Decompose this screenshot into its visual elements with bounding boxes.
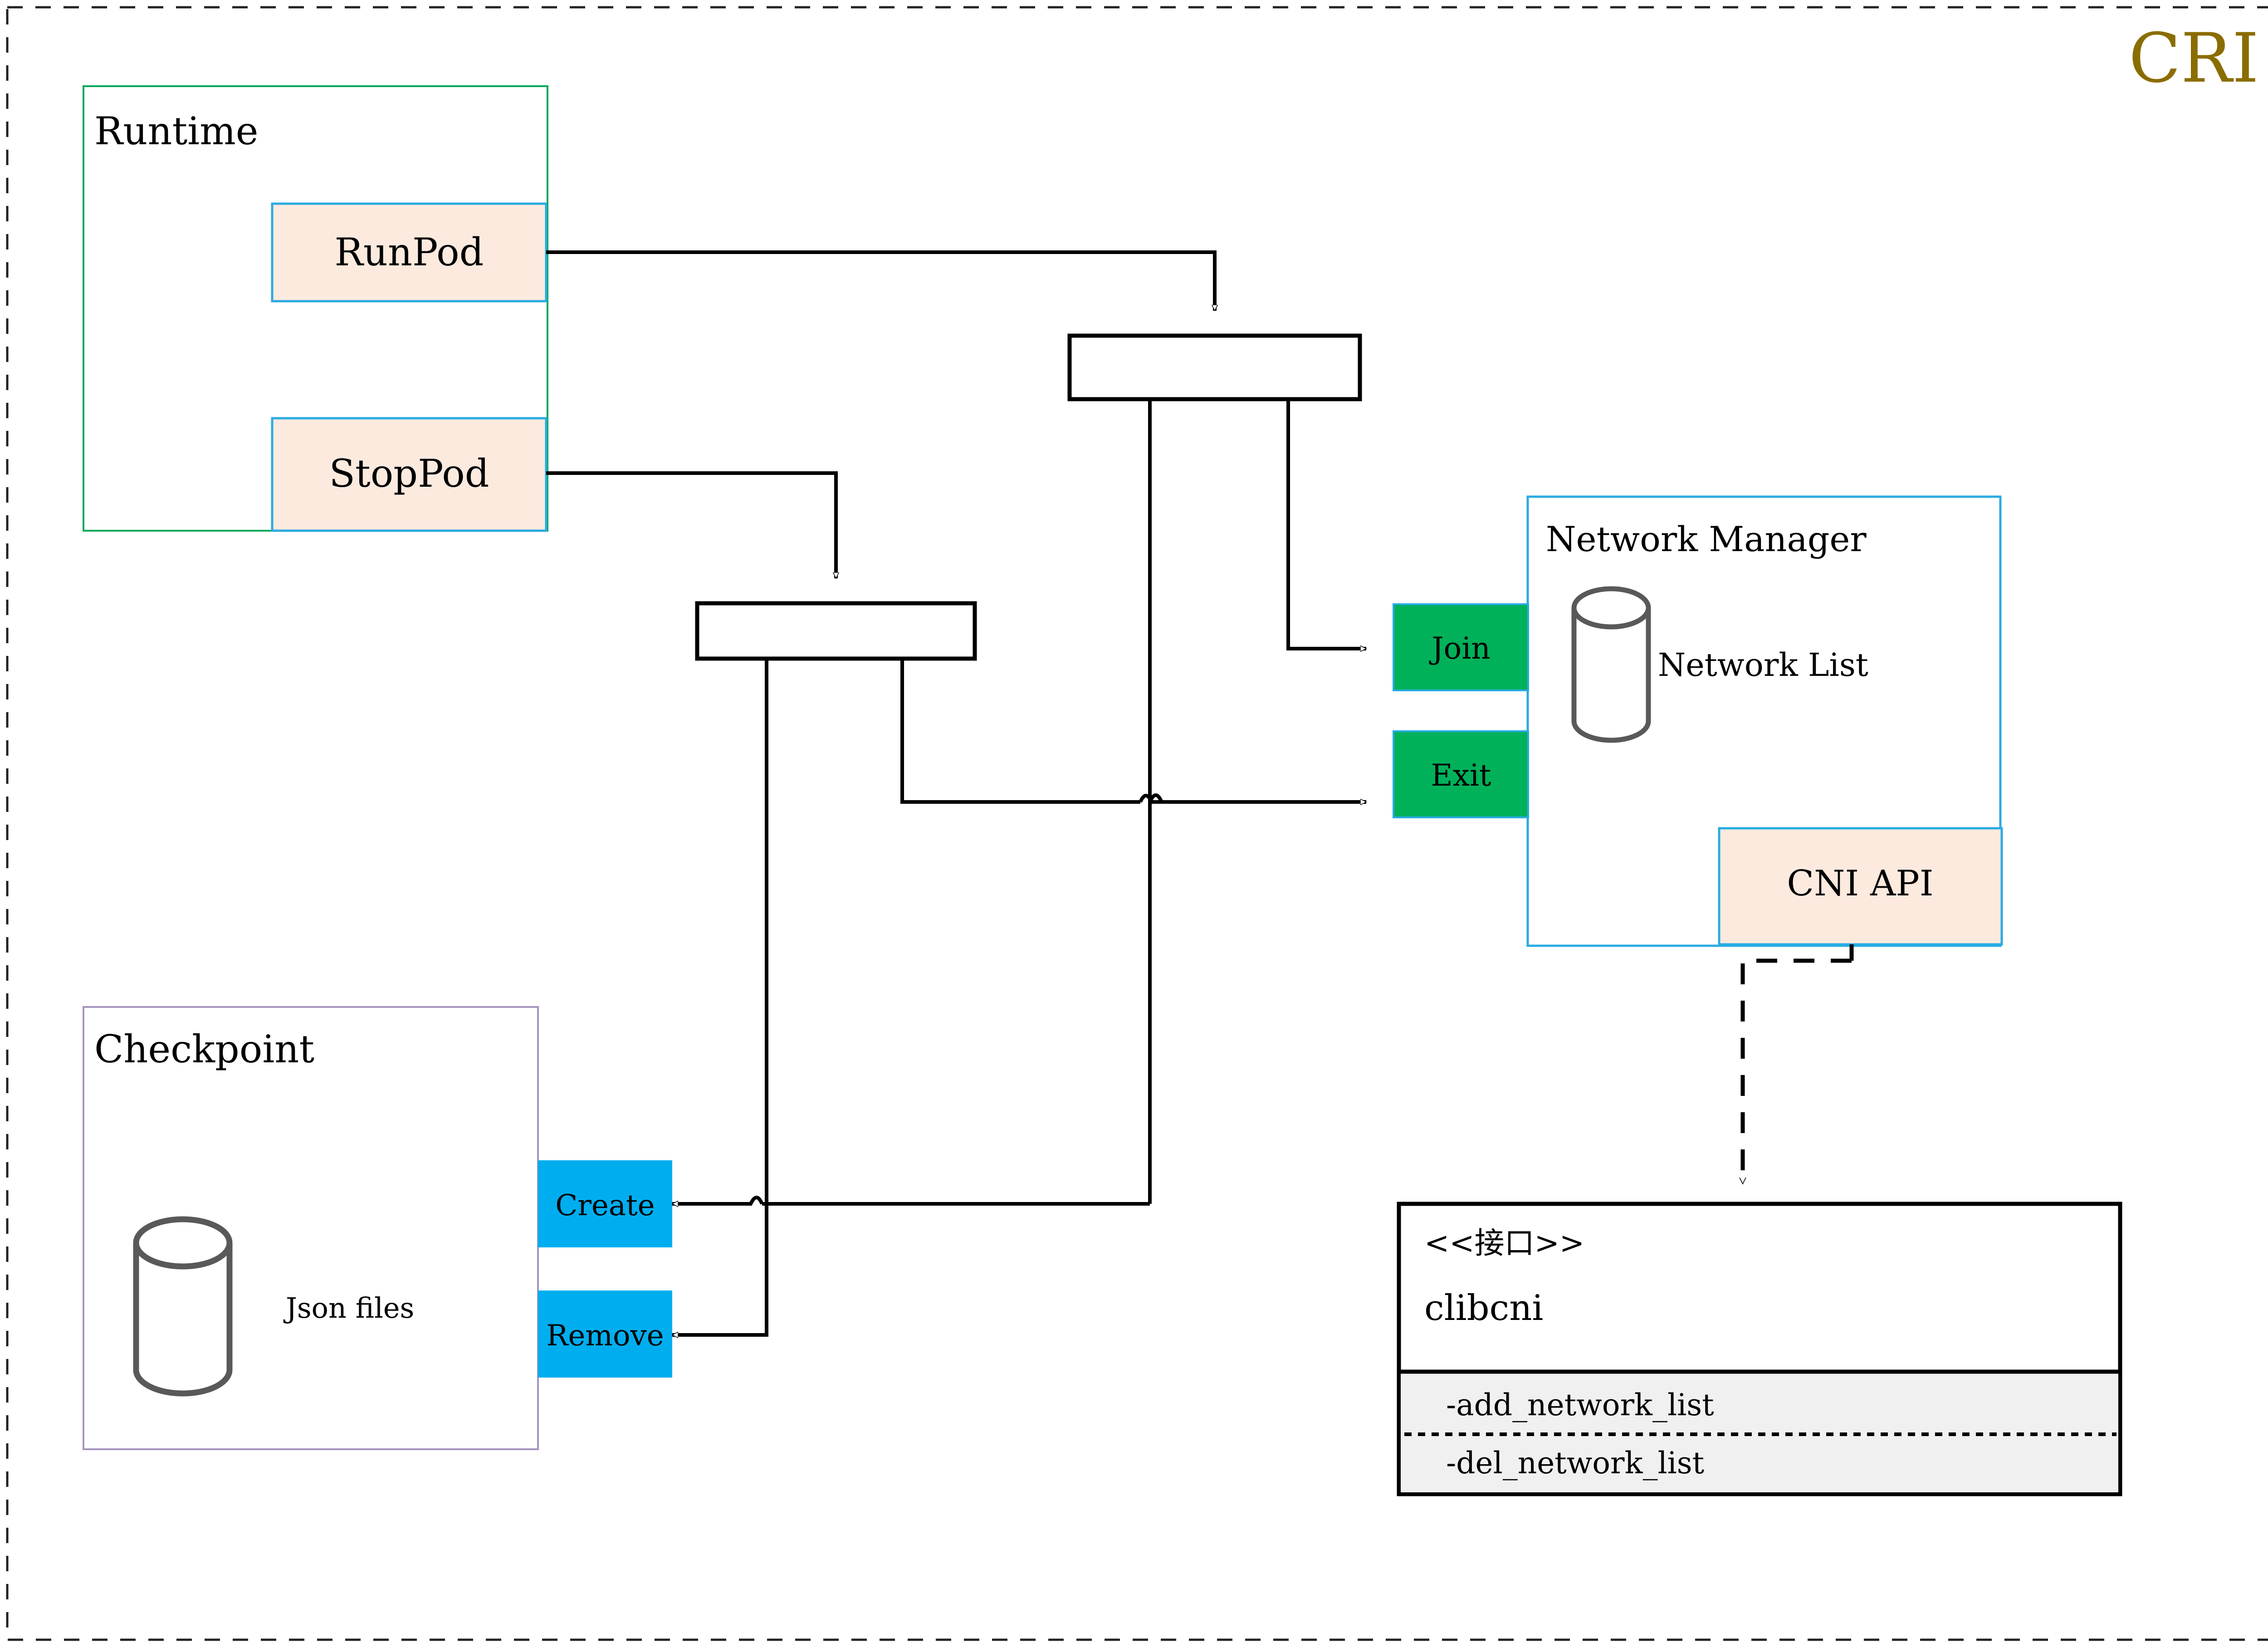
clibcni-operation-del: -del_network_list [1446, 1446, 1704, 1481]
edge-forkbottom-right-to-trunk [900, 659, 1140, 804]
outer-dashed-frame [6, 6, 2268, 1641]
edge-cni-api-to-clibcni [1743, 944, 1854, 1184]
checkpoint-group-label: Checkpoint [94, 1027, 314, 1071]
runpod-node[interactable] [271, 202, 547, 303]
edge-trunk-to-create [672, 1196, 1150, 1204]
join-node[interactable] [1393, 603, 1529, 691]
json-files-label: Json files [283, 1291, 414, 1324]
exit-node[interactable] [1393, 730, 1529, 818]
clibcni-operations-compartment [1401, 1372, 2118, 1492]
remove-node[interactable] [538, 1290, 672, 1378]
network-manager-group-box [1526, 495, 2002, 947]
clibcni-name: clibcni [1424, 1288, 1543, 1329]
edge-forktop-right-to-join [1286, 399, 1366, 649]
clibcni-operation-add: -add_network_list [1446, 1388, 1714, 1422]
edge-runpod-to-fork-top [546, 250, 1215, 311]
fork-bottom-node[interactable] [695, 601, 977, 661]
edge-trunk-to-exit [1139, 794, 1366, 802]
create-label: Create [555, 1189, 655, 1222]
stoppod-label: StopPod [329, 451, 489, 496]
cni-api-node[interactable] [1718, 827, 2003, 946]
connectors [546, 250, 1366, 1335]
edge-forkbottom-left-to-remove [672, 659, 768, 1335]
clibcni-stereotype: <<接口>> [1424, 1226, 1584, 1261]
exit-label: Exit [1431, 758, 1491, 793]
network-manager-group-label: Network Manager [1546, 519, 1867, 559]
fork-top-node[interactable] [1067, 333, 1362, 401]
runtime-group-label: Runtime [94, 109, 258, 153]
json-files-cylinder-icon [133, 1216, 233, 1397]
page-title: CRI [2129, 19, 2259, 98]
runpod-label: RunPod [335, 230, 484, 274]
remove-label: Remove [546, 1319, 664, 1353]
cni-api-label: CNI API [1787, 863, 1933, 904]
network-list-cylinder-icon [1571, 586, 1651, 743]
join-label: Join [1429, 631, 1491, 666]
network-list-label: Network List [1658, 646, 1868, 684]
edge-stoppod-to-fork-bottom [546, 471, 836, 578]
stoppod-node[interactable] [271, 417, 547, 532]
create-node[interactable] [538, 1160, 672, 1247]
